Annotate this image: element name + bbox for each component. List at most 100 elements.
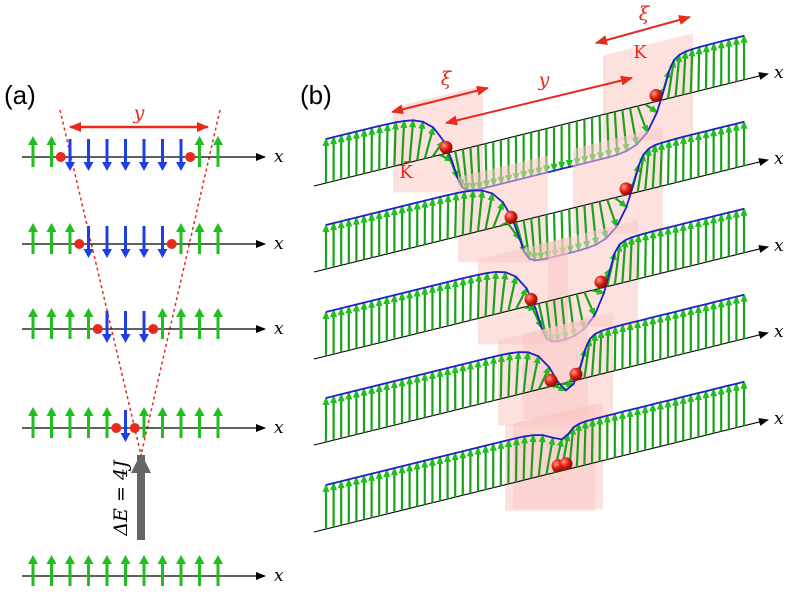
spin-arrow-head xyxy=(375,470,383,479)
spin-arrow-head xyxy=(459,449,467,459)
spin-arrow-head xyxy=(497,353,505,363)
defect-ball xyxy=(524,292,538,306)
spin-arrow-head xyxy=(710,214,718,224)
spin-arrow-head xyxy=(490,355,498,364)
spin-arrow-head xyxy=(497,201,504,211)
spin-arrow xyxy=(666,140,670,185)
spin-arrow-head xyxy=(740,34,748,43)
up-spin-head xyxy=(157,308,168,317)
spin-arrow-head xyxy=(679,135,687,144)
spin-arrow-head xyxy=(740,207,748,216)
up-spin-head xyxy=(46,555,57,564)
spin-arrow-head xyxy=(406,289,414,299)
spin-arrow-head xyxy=(345,390,353,400)
energy-label: ΔE = 4J xyxy=(110,459,132,537)
spin-arrow-head xyxy=(375,210,383,219)
spin-arrow-head xyxy=(375,383,383,392)
spin-arrow-head xyxy=(345,304,353,314)
spin-arrow-head xyxy=(398,291,406,301)
spin-arrow-head xyxy=(474,445,482,455)
spin-arrow-head xyxy=(375,297,383,306)
spin-arrow-head xyxy=(664,226,672,235)
spin-arrow-head xyxy=(421,459,429,468)
spin-arrow-head xyxy=(672,310,680,319)
spin-arrow-head xyxy=(694,304,702,314)
spin-arrow-head xyxy=(436,195,444,204)
spin-arrow-head xyxy=(694,391,702,401)
spin-arrow-head xyxy=(656,313,664,323)
spin-arrow-head xyxy=(337,392,345,402)
spin-arrow xyxy=(408,120,415,163)
up-spin-head xyxy=(157,407,168,416)
spin-arrow xyxy=(644,233,647,278)
defect-ball xyxy=(504,210,518,224)
top-strip-annotations: ξ y ξ K K̄ xyxy=(391,3,691,183)
spin-arrow-head xyxy=(581,419,589,429)
spin-arrow-head xyxy=(725,211,733,220)
domain-wall-strip: x xyxy=(313,380,784,533)
spin-arrow-head xyxy=(641,317,649,327)
up-spin-head xyxy=(176,407,186,416)
spin-arrow-head xyxy=(390,379,398,389)
spin-arrow-head xyxy=(566,380,576,388)
spin-arrow-head xyxy=(376,124,384,133)
spin-arrow-head xyxy=(368,472,376,481)
spin-arrow-head xyxy=(345,477,353,487)
spin-arrow-head xyxy=(649,402,657,412)
spin-arrow xyxy=(651,145,657,189)
spin-arrow-head xyxy=(451,451,459,461)
spin-arrow-head xyxy=(634,406,642,416)
spin-arrow xyxy=(476,274,481,319)
domain-wall-dot xyxy=(185,152,196,162)
up-spin-head xyxy=(28,223,38,232)
spin-arrow-head xyxy=(710,41,718,51)
spin-arrow-head xyxy=(413,287,421,297)
spin-arrow-head xyxy=(436,282,444,291)
spin-arrow-head xyxy=(732,209,740,218)
spin-arrow-head xyxy=(687,306,695,315)
up-spin-head xyxy=(46,407,57,416)
spin-arrow-head xyxy=(732,36,740,45)
spin-arrow xyxy=(400,120,406,165)
spin-arrow xyxy=(583,421,587,466)
up-spin-head xyxy=(139,555,149,564)
spin-arrow xyxy=(575,423,581,468)
up-spin-head xyxy=(65,407,75,416)
spin-arrow-head xyxy=(717,39,725,49)
spin-arrow-head xyxy=(400,119,408,129)
spin-arrow-head xyxy=(368,385,376,394)
spin-arrow-head xyxy=(621,238,629,248)
spin-arrow-head xyxy=(360,474,368,483)
spin-arrow-head xyxy=(322,223,330,233)
spin-arrow-head xyxy=(467,274,475,284)
spin-arrow-head xyxy=(717,125,725,135)
spin-arrow xyxy=(514,438,518,483)
wall-plane xyxy=(573,126,663,234)
down-spin-head xyxy=(176,162,186,171)
up-spin-head xyxy=(213,223,223,232)
spin-arrow-head xyxy=(626,408,634,417)
spin-arrow-head xyxy=(409,118,417,128)
guide-right xyxy=(140,109,221,456)
spin-arrow-head xyxy=(383,468,391,478)
spin-arrow-head xyxy=(390,466,398,476)
spin-arrow xyxy=(682,51,687,95)
spin-arrow-head xyxy=(483,271,491,281)
spin-arrow-head xyxy=(740,293,748,302)
spin-arrow-head xyxy=(740,120,748,129)
spin-chain-row: x xyxy=(22,407,284,442)
panel-a-label: (a) xyxy=(4,80,36,110)
spin-arrow-head xyxy=(521,434,529,444)
spin-arrow-head xyxy=(444,453,452,462)
spin-arrow-head xyxy=(672,137,680,146)
spin-arrow-head xyxy=(649,105,659,114)
spin-arrow-head xyxy=(520,287,528,297)
spin-arrow-head xyxy=(597,329,605,339)
spin-arrow-head xyxy=(543,365,550,376)
spin-arrow-head xyxy=(330,135,338,145)
spin-chain-row: x xyxy=(22,223,284,258)
spin-arrow xyxy=(674,138,678,183)
x-axis xyxy=(313,331,769,446)
